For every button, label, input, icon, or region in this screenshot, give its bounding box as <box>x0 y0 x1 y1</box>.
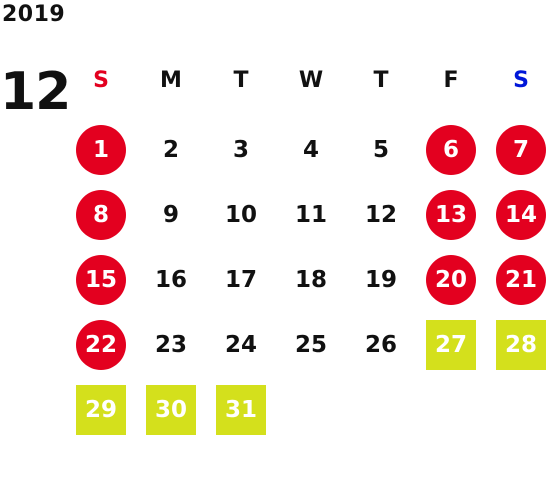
weekday-wednesday: W <box>298 68 324 93</box>
day-cell-10: 10 <box>224 202 257 228</box>
day-cell-15: 15 <box>76 255 126 305</box>
day-cell-16: 16 <box>154 267 187 293</box>
day-cell-19: 19 <box>364 267 397 293</box>
weekday-tuesday: T <box>233 68 249 93</box>
day-cell-5: 5 <box>372 137 389 163</box>
day-cell-9: 9 <box>162 202 179 228</box>
day-cell-18: 18 <box>294 267 327 293</box>
calendar-month: 12 <box>0 62 71 122</box>
day-cell-3: 3 <box>232 137 249 163</box>
day-cell-21: 21 <box>496 255 546 305</box>
day-cell-13: 13 <box>426 190 476 240</box>
weekday-sunday: S <box>93 68 109 93</box>
day-cell-6: 6 <box>426 125 476 175</box>
day-cell-24: 24 <box>224 332 257 358</box>
weekday-friday: F <box>443 68 459 93</box>
day-cell-2: 2 <box>162 137 179 163</box>
day-cell-30: 30 <box>146 385 196 435</box>
day-cell-12: 12 <box>364 202 397 228</box>
day-cell-17: 17 <box>224 267 257 293</box>
day-cell-4: 4 <box>302 137 319 163</box>
day-cell-23: 23 <box>154 332 187 358</box>
day-cell-11: 11 <box>294 202 327 228</box>
day-cell-29: 29 <box>76 385 126 435</box>
day-cell-28: 28 <box>496 320 546 370</box>
day-cell-31: 31 <box>216 385 266 435</box>
day-cell-1: 1 <box>76 125 126 175</box>
day-cell-25: 25 <box>294 332 327 358</box>
day-cell-8: 8 <box>76 190 126 240</box>
day-cell-26: 26 <box>364 332 397 358</box>
day-cell-20: 20 <box>426 255 476 305</box>
day-cell-22: 22 <box>76 320 126 370</box>
weekday-monday: M <box>160 68 182 93</box>
weekday-saturday: S <box>513 68 529 93</box>
day-cell-27: 27 <box>426 320 476 370</box>
day-cell-7: 7 <box>496 125 546 175</box>
calendar-year: 2019 <box>2 2 66 27</box>
weekday-thursday: T <box>373 68 389 93</box>
day-cell-14: 14 <box>496 190 546 240</box>
